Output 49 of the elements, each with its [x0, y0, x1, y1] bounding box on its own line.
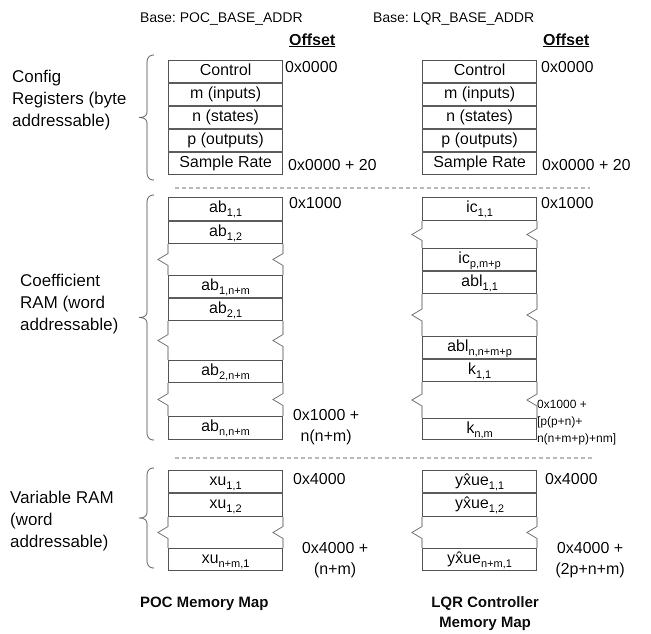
- memory-cell: Control: [422, 60, 537, 83]
- memory-cell: yx̂ue$_{n+m,1}$: [422, 548, 537, 571]
- address-offset: 0x1000 + n(n+m): [292, 406, 360, 447]
- memory-cell: ic$_{p,m+p}$: [422, 248, 537, 271]
- address-offset: 0x4000: [545, 470, 598, 490]
- section-label: Variable RAM (word addressable): [10, 487, 115, 553]
- memory-cell: xu$_{1,1}$: [168, 470, 283, 493]
- memory-cell: ab$_{1,n+m}$: [168, 275, 283, 298]
- memory-cell: p (outputs): [422, 129, 537, 152]
- address-offset: 0x0000 + 20: [288, 156, 378, 176]
- address-offset: 0x1000: [289, 194, 342, 214]
- memory-cell: Sample Rate: [168, 152, 283, 175]
- section-label: Config Registers (byte addressable): [12, 66, 128, 132]
- memory-cell: m (inputs): [422, 83, 537, 106]
- address-offset: 0x0000 + 20: [542, 156, 632, 176]
- address-offset: 0x4000: [293, 470, 346, 490]
- memory-cell: k$_{1,1}$: [422, 359, 537, 382]
- address-offset: 0x0000: [541, 58, 594, 78]
- diagram-caption: POC Memory Map: [140, 593, 270, 613]
- base-address: Base: POC_BASE_ADDR: [140, 8, 304, 27]
- memory-cell: ab$_{1,2}$: [168, 221, 283, 244]
- memory-cell: k$_{n,m}$: [422, 418, 537, 440]
- offset-header: Offset: [543, 31, 590, 51]
- memory-cell: p (outputs): [168, 129, 283, 152]
- memory-cell: ab$_{n,n+m}$: [168, 416, 283, 440]
- memory-cell: n (states): [168, 106, 283, 129]
- memory-cell: Sample Rate: [422, 152, 537, 175]
- memory-cell: ab$_{2,n+m}$: [168, 360, 283, 383]
- address-offset: 0x0000: [285, 58, 338, 78]
- memory-cell: ic$_{1,1}$: [422, 197, 537, 221]
- memory-cell: abl$_{n,n+m+p}$: [422, 336, 537, 359]
- memory-cell: yx̂ue$_{1,2}$: [422, 493, 537, 517]
- address-offset: 0x4000 + (2p+n+m): [554, 539, 626, 580]
- address-offset: 0x1000: [541, 194, 594, 214]
- memory-cell: xu$_{1,2}$: [168, 493, 283, 517]
- memory-cell: yx̂ue$_{1,1}$: [422, 470, 537, 493]
- base-address: Base: LQR_BASE_ADDR: [373, 8, 536, 27]
- memory-cell: xu$_{n+m,1}$: [168, 548, 283, 571]
- section-label: Coefficient RAM (word addressable): [20, 270, 120, 336]
- address-offset: 0x1000 + [p(p+n)+ n(n+m+p)+nm]: [537, 396, 618, 447]
- memory-cell: ab$_{1,1}$: [168, 197, 283, 221]
- address-offset: 0x4000 + (n+m): [300, 539, 370, 580]
- offset-header: Offset: [289, 31, 336, 51]
- memory-cell: m (inputs): [168, 83, 283, 106]
- memory-cell: ab$_{2,1}$: [168, 298, 283, 321]
- memory-cell: Control: [168, 60, 283, 83]
- diagram-caption: LQR Controller Memory Map: [430, 593, 540, 633]
- memory-cell: n (states): [422, 106, 537, 129]
- memory-cell: abl$_{1,1}$: [422, 271, 537, 294]
